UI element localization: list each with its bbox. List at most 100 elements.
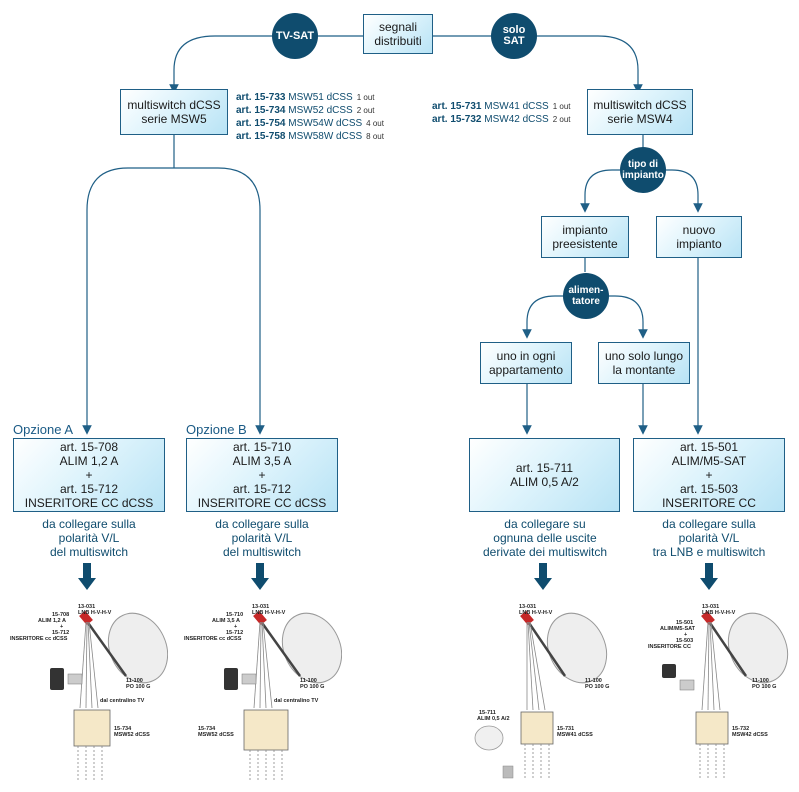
box-line: serie MSW5	[141, 112, 207, 126]
lnb-arm	[706, 619, 748, 677]
dish-name-label: PO 100 G	[585, 684, 609, 690]
power-supply-icon	[662, 664, 676, 678]
badge-line: solo	[502, 24, 526, 36]
nuovo-impianto-box: nuovo impianto	[656, 216, 742, 258]
alim-code-label: 15-711	[479, 710, 496, 716]
msw-name-label: MSW42 dCSS	[732, 732, 768, 738]
uno-solo-lungo-montante-box: uno solo lungo la montante	[598, 342, 690, 384]
option-d-note: da collegare sulla polarità V/L tra LNB …	[628, 517, 790, 559]
box-line: +	[258, 468, 266, 482]
box-line: ALIM/M5-SAT	[671, 454, 747, 468]
opzione-a-label: Opzione A	[13, 422, 73, 437]
power-supply-icon	[50, 668, 64, 690]
box-line: serie MSW4	[607, 112, 673, 126]
centralino-label: dal centralino TV	[274, 698, 319, 704]
lnb-code-label: 13-031	[702, 604, 719, 610]
inserter-name-label: INSERITORE CC	[648, 644, 691, 650]
lnb-name-label: LNB H-V-H-V	[78, 610, 112, 616]
plus-label: +	[60, 624, 63, 630]
article-name: MSW42 dCSS	[484, 114, 549, 125]
installation-illustration-a: 13-031 LNB H-V-H-V 11-100 PO 100 G 15-70…	[10, 604, 168, 780]
dish-name-label: PO 100 G	[300, 684, 324, 690]
article-code: art. 15-758	[236, 131, 286, 142]
article-code: art. 15-733	[236, 92, 286, 103]
inserter-name-label: INSERITORE cc dCSS	[10, 636, 68, 642]
impianto-preesistente-box: impianto preesistente	[541, 216, 629, 258]
option-a-note: da collegare sulla polarità V/L del mult…	[13, 517, 165, 559]
plus-label: +	[684, 632, 687, 638]
box-line: +	[85, 468, 93, 482]
segnali-distribuiti-box: segnali distribuiti	[363, 14, 433, 54]
alim-code-label: 15-710	[226, 612, 243, 618]
lnb-icon	[520, 610, 534, 626]
box-line: art. 15-708	[59, 440, 119, 454]
dish-name-label: PO 100 G	[752, 684, 776, 690]
alim-code-label: 15-708	[52, 612, 69, 618]
alim-name-label: ALIM 0,5 A/2	[477, 716, 510, 722]
installation-illustration-c: 13-031 LNB H-V-H-V 11-100 PO 100 G 15-71…	[474, 604, 609, 779]
box-line: art. 15-711	[515, 461, 574, 475]
note-line: del multiswitch	[49, 545, 129, 559]
lnb-code-label: 13-031	[519, 604, 536, 610]
dish-icon	[281, 612, 342, 684]
output-cables	[699, 744, 725, 778]
plug-icon	[502, 765, 514, 779]
coax-cables	[701, 621, 721, 711]
lnb-arm	[84, 619, 128, 677]
centralino-label: dal centralino TV	[100, 698, 145, 704]
box-line: ALIM 0,5 A/2	[510, 475, 579, 489]
box-line: art. 15-712	[59, 482, 119, 496]
msw-name-label: MSW52 dCSS	[114, 732, 150, 738]
dish-code-label: 11-100	[585, 678, 602, 684]
multiswitch-icon	[695, 711, 729, 745]
note-line: polarità V/L	[58, 531, 120, 545]
alim-code-label: 15-501	[676, 620, 693, 626]
dc-inserter-icon	[241, 673, 257, 685]
dc-inserter-icon	[67, 673, 83, 685]
dish-icon	[727, 612, 789, 684]
dish-code-label: 11-100	[126, 678, 143, 684]
option-b-box: art. 15-710 ALIM 3,5 A + art. 15-712 INS…	[186, 438, 338, 512]
box-line: art. 15-710	[232, 440, 292, 454]
inserter-code-label: 15-503	[676, 638, 693, 644]
box-line: uno solo lungo	[604, 349, 684, 363]
installation-illustration-b: 13-031 LNB H-V-H-V 11-100 PO 100 G 15-71…	[184, 604, 342, 782]
article-outputs: 8 out	[366, 132, 384, 141]
opzione-b-label: Opzione B	[186, 422, 247, 437]
article-code: art. 15-732	[432, 114, 482, 125]
box-line: INSERITORE CC	[662, 496, 756, 510]
note-line: ognuna delle uscite	[493, 531, 597, 545]
badge-line: impianto	[622, 170, 664, 181]
alimentatore-badge: alimen- tatore	[563, 273, 609, 319]
box-line: multiswitch dCSS	[127, 98, 221, 112]
article-outputs: 1 out	[356, 93, 375, 102]
article-name: MSW51 dCSS	[288, 92, 353, 103]
dish-icon	[546, 612, 608, 684]
note-line: polarità V/L	[678, 531, 740, 545]
coax-cables	[526, 621, 546, 711]
article-outputs: 4 out	[366, 119, 384, 128]
plus-label: +	[234, 624, 237, 630]
box-line: ALIM 1,2 A	[59, 454, 119, 468]
badge-line: SAT	[503, 35, 525, 47]
note-line: da collegare sulla	[42, 517, 136, 531]
power-supply-icon	[474, 725, 504, 751]
box-line: la montante	[612, 363, 676, 377]
output-cables	[249, 750, 283, 782]
inserter-code-label: 15-712	[226, 630, 243, 636]
lnb-code-label: 13-031	[252, 604, 269, 610]
note-line: da collegare sulla	[215, 517, 309, 531]
dc-inserter-icon	[679, 679, 695, 691]
box-line: preesistente	[552, 237, 618, 251]
msw-code-label: 15-731	[557, 726, 574, 732]
output-cables	[524, 744, 550, 778]
tv-sat-badge: TV-SAT	[272, 13, 318, 59]
option-d-box: art. 15-501 ALIM/M5-SAT + art. 15-503 IN…	[633, 438, 785, 512]
uno-in-ogni-appartamento-box: uno in ogni appartamento	[480, 342, 572, 384]
